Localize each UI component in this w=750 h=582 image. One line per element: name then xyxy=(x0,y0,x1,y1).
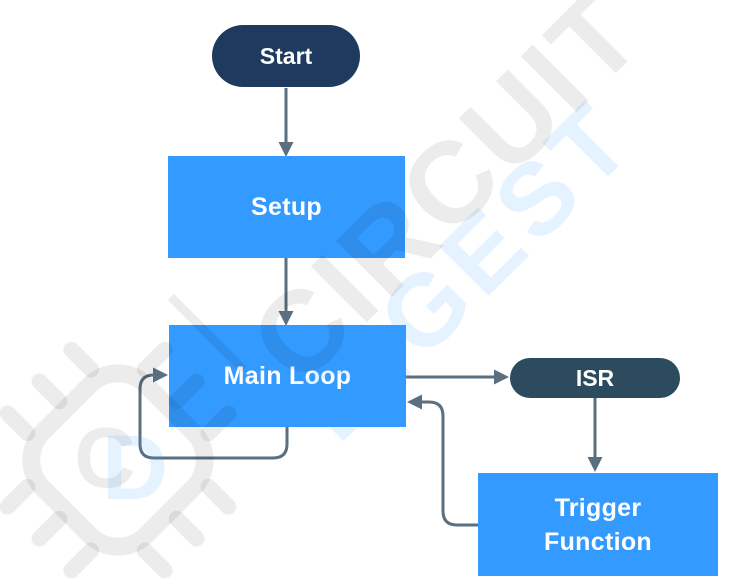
node-setup: Setup xyxy=(168,156,405,258)
node-isr-label: ISR xyxy=(575,364,615,391)
node-setup-label: Setup xyxy=(251,192,322,221)
node-start: Start xyxy=(212,25,360,87)
edge-mainloop-self-loop xyxy=(138,367,289,460)
node-trigger-function-label: Trigger Function xyxy=(544,491,652,559)
node-isr: ISR xyxy=(510,358,680,398)
edge-trigger-return-to-mainloop xyxy=(407,394,478,527)
trigger-label-line1: Trigger xyxy=(554,493,642,522)
node-start-label: Start xyxy=(259,42,313,69)
trigger-label-line2: Function xyxy=(544,527,652,556)
node-main-loop-label: Main Loop xyxy=(223,361,352,390)
node-main-loop: Main Loop xyxy=(169,325,406,427)
node-trigger-function: Trigger Function xyxy=(478,473,718,576)
edge-setup-to-mainloop xyxy=(278,258,294,326)
edge-isr-to-trigger xyxy=(587,398,603,472)
edge-mainloop-to-isr xyxy=(406,369,509,385)
edge-start-to-setup xyxy=(278,88,294,157)
